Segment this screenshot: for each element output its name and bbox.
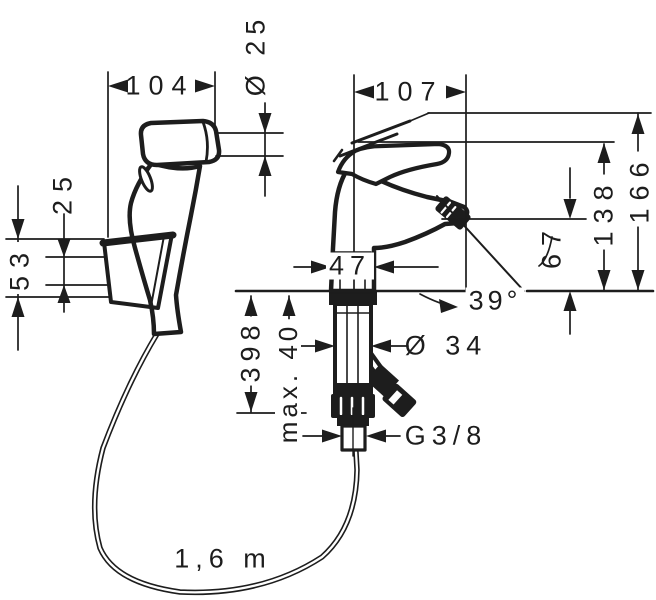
dim-thread-size: G3/8 [404, 420, 488, 451]
dim-max-counter-thickness: max. 40 [273, 319, 303, 447]
dimension-annotations [5, 71, 655, 443]
dimension-arrowheads [11, 79, 645, 443]
hand-shower [127, 118, 222, 337]
dim-handle-top-height: 138 [589, 174, 619, 250]
dim-spout-outlet-height: 67 [536, 222, 567, 270]
dim-connection-length: 398 [236, 316, 266, 386]
hand-shower-handle [127, 160, 203, 337]
shower-hose [91, 331, 360, 596]
dim-spray-head-diameter: Ø 25 [240, 13, 271, 97]
dim-tap-hole-diameter: Ø 34 [404, 330, 488, 361]
spray-face-line [201, 120, 209, 164]
dim-base-width: 47 [325, 252, 375, 280]
dim-spray-angle: 39° [465, 287, 525, 315]
shank-assembly [329, 292, 417, 457]
dim-faucet-depth: 107 [374, 76, 444, 107]
lever-raised-marks [338, 119, 412, 158]
dim-total-height: 166 [625, 151, 655, 227]
dim-hand-shower-width: 104 [125, 70, 195, 101]
dim-hose-length: 1,6 m [174, 543, 272, 574]
shower-holder [99, 231, 177, 310]
hang-hole [138, 165, 154, 193]
dim-holder-hole-spacing: 25 [47, 168, 78, 216]
dim-holder-height: 53 [5, 241, 35, 295]
spray-head [138, 118, 222, 168]
